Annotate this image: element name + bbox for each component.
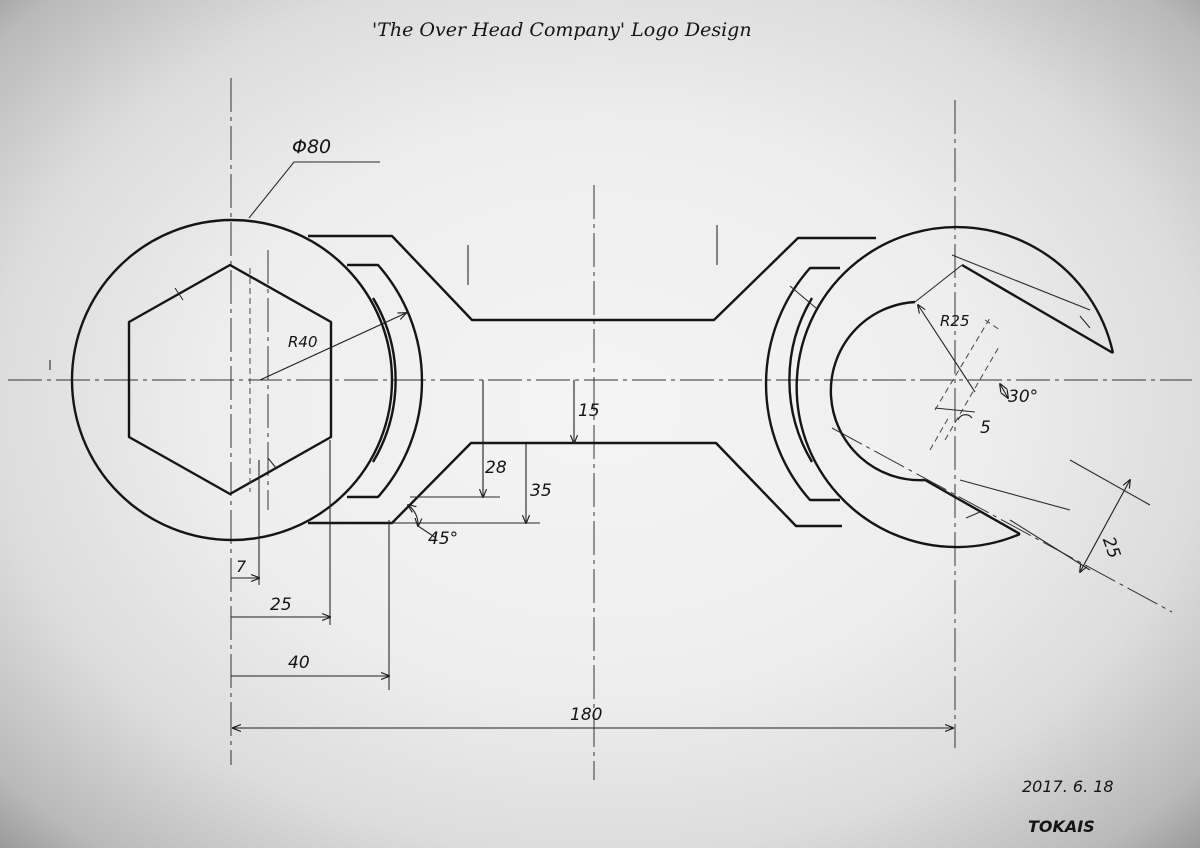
drawing-title: 'The Over Head Company' Logo Design bbox=[372, 19, 752, 41]
horizontal-dimensions: 7 25 40 180 bbox=[231, 440, 953, 728]
signature: TOKAIS bbox=[1028, 817, 1095, 836]
chamfer-angle-label: 45° bbox=[428, 529, 458, 549]
overall-length-label: 180 bbox=[570, 705, 602, 725]
offset-25-label: 25 bbox=[270, 595, 292, 615]
date-label: 2017. 6. 18 bbox=[1022, 777, 1114, 796]
wrench-body bbox=[308, 234, 876, 528]
radius-hex-label: R40 bbox=[288, 333, 318, 351]
shaft-width-label: 15 bbox=[578, 401, 600, 421]
right-wrench-head: R25 30° 5 25 bbox=[795, 225, 1151, 572]
shoulder-height-label: 35 bbox=[530, 481, 552, 501]
jaw-angle-label: 30° bbox=[1008, 387, 1038, 407]
jaw-height-label: 28 bbox=[485, 458, 507, 478]
offset-40-label: 40 bbox=[288, 653, 310, 673]
radius-jaw-label: R25 bbox=[940, 312, 970, 330]
shaft-dimensions: 15 28 35 45° bbox=[392, 380, 600, 549]
left-wrench-head: R40 Φ80 bbox=[70, 136, 406, 542]
offset-7-label: 7 bbox=[236, 557, 247, 576]
jaw-offset-label: 5 bbox=[980, 418, 991, 438]
diameter-label: Φ80 bbox=[292, 136, 331, 158]
center-lines bbox=[8, 78, 1192, 780]
jaw-opening-label: 25 bbox=[1098, 534, 1124, 561]
